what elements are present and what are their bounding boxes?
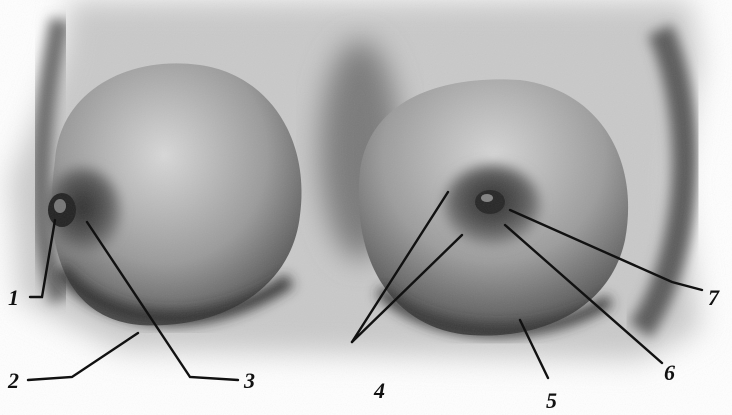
label-3: 3 [243, 368, 255, 393]
label-6: 6 [664, 360, 675, 385]
label-2: 2 [7, 368, 19, 393]
label-4: 4 [373, 378, 385, 403]
label-1: 1 [8, 285, 19, 310]
label-5: 5 [546, 388, 557, 413]
label-7: 7 [708, 285, 720, 310]
